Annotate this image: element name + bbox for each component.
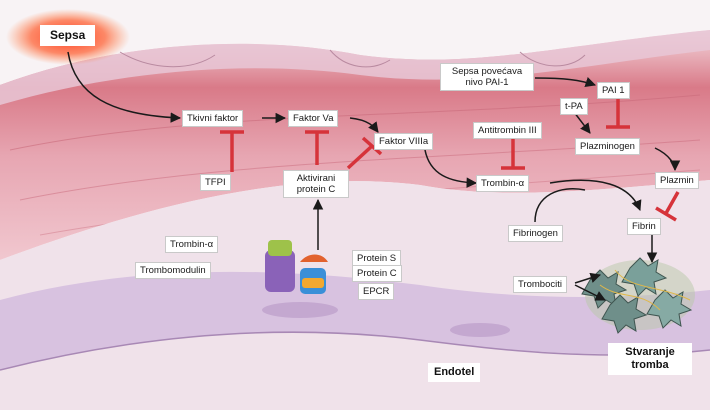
- pai1-label: PAI 1: [597, 82, 630, 99]
- fibrinogen-label: Fibrinogen: [508, 225, 563, 242]
- endotel-label: Endotel: [428, 363, 481, 382]
- thrombomodulin-receptor-icon: [265, 240, 295, 292]
- pathway-arrows: [67, 51, 681, 301]
- epcr-label: EPCR: [358, 283, 395, 300]
- trombin-alpha-left-label: Trombin-α: [165, 236, 219, 253]
- aktivirani-protein-c-label: Aktivirani protein C: [283, 170, 349, 198]
- tpa-label: t-PA: [560, 98, 588, 115]
- faktor-va-label: Faktor Va: [288, 110, 339, 127]
- tkivni-faktor-label: Tkivni faktor: [182, 110, 244, 127]
- tfpi-label: TFPI: [200, 174, 231, 191]
- epcr-receptor-icon: [300, 254, 328, 294]
- antitrombin-iii-label: Antitrombin III: [473, 122, 542, 139]
- faktor-viiia-label: Faktor VIIIa: [374, 133, 434, 150]
- inhibition-markers: [220, 95, 680, 222]
- fibrin-label: Fibrin: [627, 218, 661, 235]
- protein-c-label: Protein C: [352, 265, 402, 282]
- plazminogen-label: Plazminogen: [575, 138, 640, 155]
- trombin-alpha-label: Trombin-α: [476, 175, 530, 192]
- trombociti-label: Trombociti: [513, 276, 567, 293]
- sepsa-povecava-label: Sepsa povećava nivo PAI-1: [440, 63, 534, 91]
- trombomodulin-label: Trombomodulin: [135, 262, 211, 279]
- plazmin-label: Plazmin: [655, 172, 699, 189]
- sepsa-label: Sepsa: [40, 25, 96, 46]
- stvaranje-tromba-label: Stvaranje tromba: [608, 343, 692, 375]
- endothelium-layer: [0, 271, 710, 370]
